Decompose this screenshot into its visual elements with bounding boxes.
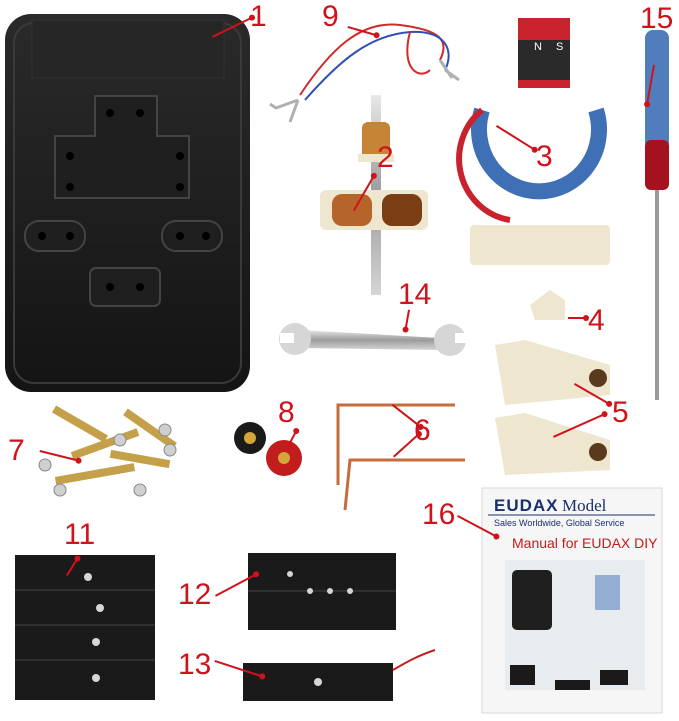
copper-brushes [336, 403, 465, 511]
label-8: 8 [278, 396, 295, 429]
plastic-parts [495, 290, 610, 475]
leader-4 [568, 315, 589, 321]
label-5: 5 [612, 396, 629, 429]
label-14: 14 [398, 278, 432, 311]
label-7: 7 [8, 434, 25, 467]
battery-holder-4 [15, 555, 155, 700]
binding-posts [234, 422, 302, 476]
screws-nuts [38, 405, 177, 497]
label-3: 3 [536, 140, 553, 173]
battery-holder-2 [248, 553, 396, 630]
magnet-south-text: S [556, 41, 563, 53]
label-12: 12 [178, 578, 212, 611]
manual [481, 487, 663, 714]
base-plate [5, 14, 250, 392]
label-9: 9 [322, 0, 339, 33]
manual-tagline: Sales Worldwide, Global Service [494, 518, 625, 528]
wire-leads [269, 23, 460, 123]
magnet-north-text: N [534, 41, 542, 53]
label-13: 13 [178, 648, 212, 681]
battery-holder-1 [243, 649, 436, 701]
label-1: 1 [250, 0, 267, 33]
label-15: 15 [640, 2, 674, 35]
manual-model: Model [562, 496, 607, 515]
screwdriver [645, 30, 669, 400]
label-6: 6 [414, 414, 431, 447]
label-11: 11 [64, 518, 96, 551]
horseshoe-magnet: N S [456, 18, 610, 265]
label-4: 4 [588, 304, 605, 337]
manual-brand: EUDAX [494, 496, 559, 515]
label-16: 16 [422, 498, 456, 531]
manual-title: Manual for EUDAX DIY [512, 535, 658, 551]
rotor-assembly [320, 95, 428, 295]
wrench [279, 323, 469, 356]
label-2: 2 [377, 141, 394, 174]
